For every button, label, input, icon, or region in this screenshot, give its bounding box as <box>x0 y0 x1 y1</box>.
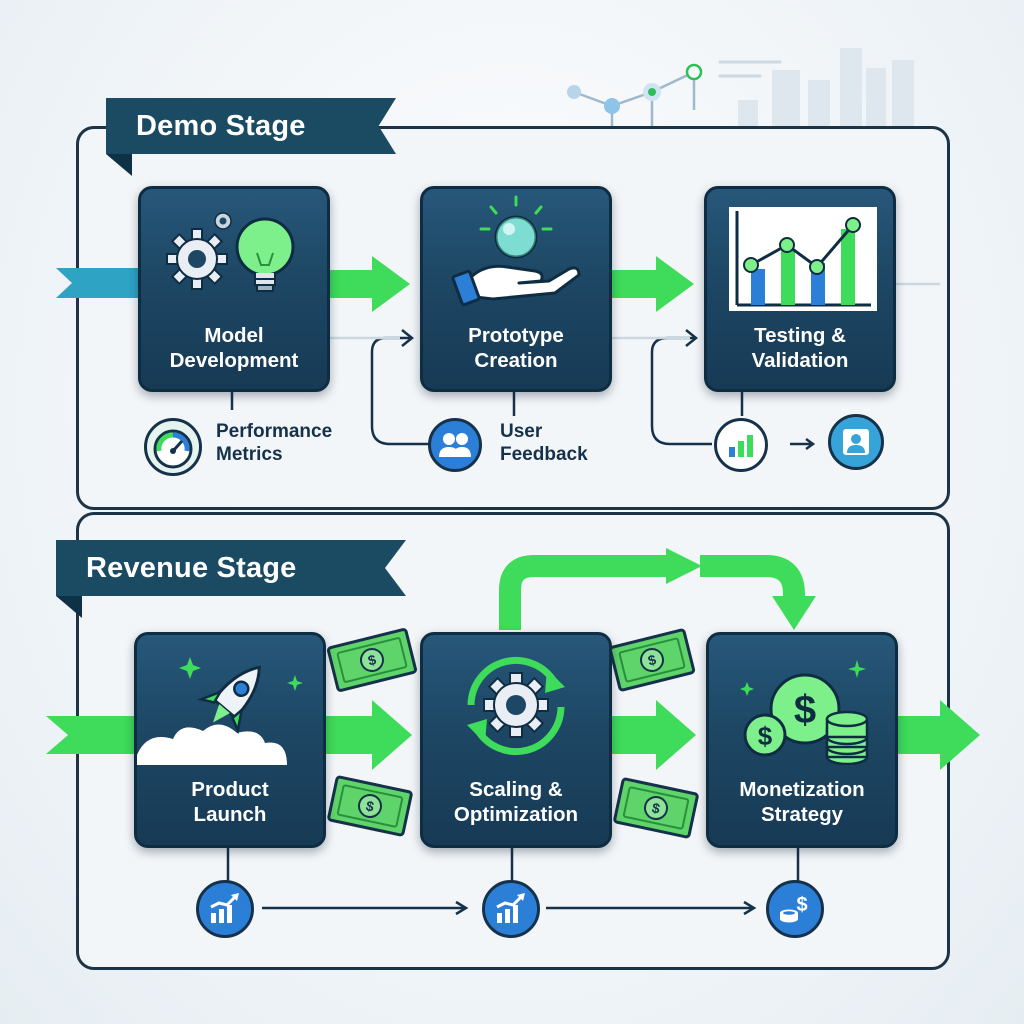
step-title-line: Product <box>191 778 269 801</box>
svg-text:$: $ <box>651 799 662 816</box>
connector-arrowhead <box>455 900 469 916</box>
gear-cycle-icon <box>467 656 565 756</box>
growth-chart-icon <box>496 893 525 923</box>
svg-text:$: $ <box>365 797 376 814</box>
step-testing-validation: Testing & Validation <box>704 186 896 392</box>
svg-text:$: $ <box>794 688 816 732</box>
step-scaling-optimization: Scaling & Optimization <box>420 632 612 848</box>
validation-chart-node <box>714 418 768 472</box>
step-title-line: Model <box>204 324 264 347</box>
label-line: Performance <box>216 421 333 442</box>
step-title: Product Launch <box>137 777 323 827</box>
demo-arrow-1 <box>326 256 410 312</box>
step-title-line: Strategy <box>760 803 844 826</box>
money-bill-icon: $ <box>327 775 413 837</box>
step-title-line: Development <box>169 349 299 372</box>
step-title-line: Scaling & <box>469 778 563 801</box>
monetization-node: $ <box>766 880 824 938</box>
scaling-growth-node <box>482 880 540 938</box>
launch-growth-node <box>196 880 254 938</box>
step-title: Scaling & Optimization <box>423 777 609 827</box>
hand-orb-icon <box>451 195 581 307</box>
rocket-icon <box>137 657 303 765</box>
user-feedback-label: User Feedback <box>500 420 588 466</box>
label-line: Feedback <box>500 444 588 465</box>
svg-text:$: $ <box>646 651 658 668</box>
chart-icon <box>729 207 877 311</box>
demo-stage-ribbon: Demo Stage <box>106 98 396 154</box>
bar-chart-icon <box>729 435 753 457</box>
revenue-stage-title: Revenue Stage <box>86 551 297 584</box>
step-title-line: Validation <box>751 349 849 372</box>
step-prototype-creation: Prototype Creation <box>420 186 612 392</box>
connector-arrowhead <box>743 900 757 916</box>
step-title-line: Prototype <box>468 324 564 347</box>
step-title-line: Creation <box>474 349 558 372</box>
step-product-launch: Product Launch <box>134 632 326 848</box>
demo-entry-arrow <box>56 268 142 298</box>
revenue-arrow-2 <box>606 700 696 770</box>
label-line: Metrics <box>216 444 283 465</box>
step-title-line: Launch <box>193 803 267 826</box>
performance-metrics-node <box>144 418 202 476</box>
step-title: Model Development <box>141 323 327 373</box>
gauge-icon <box>153 429 193 469</box>
label-line: User <box>500 421 543 442</box>
scaling-loop-head-2 <box>772 596 816 630</box>
svg-text:$: $ <box>758 721 773 751</box>
step-title: Prototype Creation <box>423 323 609 373</box>
revenue-exit-arrow <box>892 700 980 770</box>
demo-arrow-2 <box>610 256 694 312</box>
step-title-line: Testing & <box>754 324 846 347</box>
svg-text:$: $ <box>796 894 807 916</box>
growth-chart-icon <box>210 893 239 923</box>
connector-arrowhead <box>805 437 816 451</box>
validation-arrowhead <box>685 329 699 347</box>
step-monetization-strategy: $ $ Monetization Strategy <box>706 632 898 848</box>
step-title: Testing & Validation <box>707 323 893 373</box>
users-icon <box>439 433 471 457</box>
coins-icon: $ $ <box>740 660 869 765</box>
scaling-loop-arrow <box>499 555 668 630</box>
dollar-coins-icon: $ <box>780 894 808 923</box>
user-feedback-node <box>428 418 482 472</box>
scaling-loop-head-1 <box>666 548 702 584</box>
user-icon <box>843 429 869 455</box>
revenue-stage-ribbon: Revenue Stage <box>56 540 406 596</box>
gear-lightbulb-icon <box>166 212 295 292</box>
step-title-line: Monetization <box>739 778 865 801</box>
money-bill-icon: $ <box>613 777 699 839</box>
skyline-top <box>738 48 914 130</box>
revenue-arrow-1 <box>322 700 412 770</box>
revenue-entry-arrow <box>46 716 136 754</box>
svg-text:$: $ <box>366 651 378 668</box>
demo-stage-title: Demo Stage <box>136 109 306 142</box>
step-title-line: Optimization <box>453 803 579 826</box>
feedback-arrowhead <box>401 329 415 347</box>
validation-user-node <box>828 414 884 470</box>
money-bill-icon: $ <box>608 628 696 692</box>
money-bill-icon: $ <box>327 628 417 692</box>
step-title: Monetization Strategy <box>709 777 895 827</box>
step-model-development: Model Development <box>138 186 330 392</box>
performance-metrics-label: Performance Metrics <box>216 420 332 466</box>
